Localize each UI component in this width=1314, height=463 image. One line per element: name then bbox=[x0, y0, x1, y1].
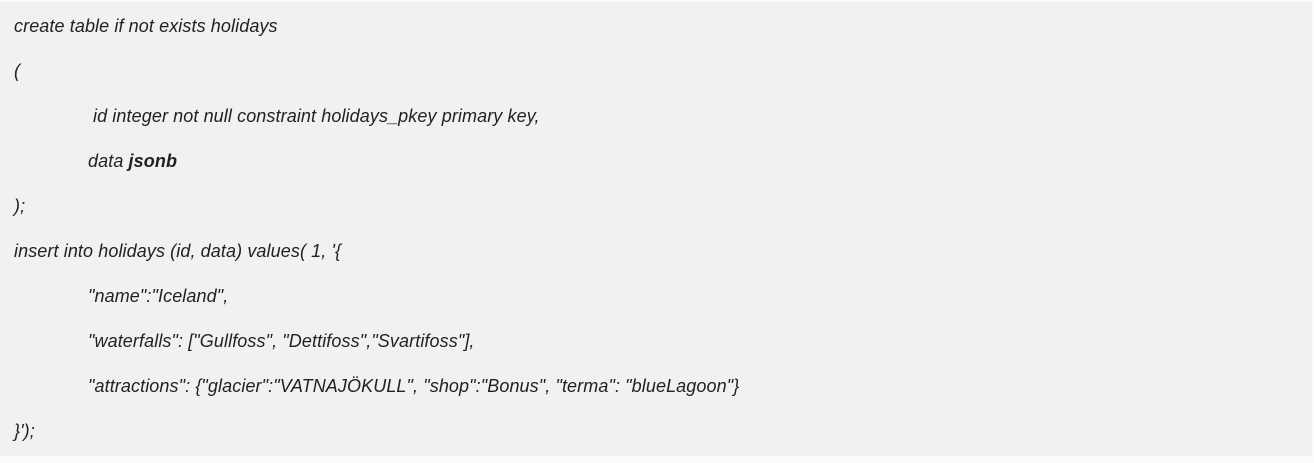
code-text: ); bbox=[14, 196, 26, 216]
code-line-create-table: create table if not exists holidays bbox=[0, 4, 1312, 49]
code-text: ( bbox=[14, 61, 21, 81]
code-line-json-waterfalls: "waterfalls": ["Gullfoss", "Dettifoss","… bbox=[0, 319, 1312, 364]
code-text: "attractions": {"glacier":"VATNAJÖKULL",… bbox=[88, 376, 740, 396]
code-text: create table if not exists holidays bbox=[14, 16, 278, 36]
code-text: "waterfalls": ["Gullfoss", "Dettifoss","… bbox=[88, 331, 475, 351]
jsonb-keyword: jsonb bbox=[128, 151, 178, 171]
code-line-json-attractions: "attractions": {"glacier":"VATNAJÖKULL",… bbox=[0, 364, 1312, 409]
code-line-open-paren: ( bbox=[0, 49, 1312, 94]
code-text: }'); bbox=[14, 421, 35, 441]
code-text: insert into holidays (id, data) values( … bbox=[14, 241, 342, 261]
bottom-edge-strip bbox=[0, 456, 1312, 463]
code-text: data bbox=[88, 151, 129, 171]
code-line-data-column: data jsonb bbox=[0, 139, 1312, 184]
code-line-json-name: "name":"Iceland", bbox=[0, 274, 1312, 319]
code-line-close-paren: ); bbox=[0, 184, 1312, 229]
code-text: "name":"Iceland", bbox=[88, 286, 229, 306]
code-line-insert: insert into holidays (id, data) values( … bbox=[0, 229, 1312, 274]
code-line-close-insert: }'); bbox=[0, 409, 1312, 454]
code-line-id-column: id integer not null constraint holidays_… bbox=[0, 94, 1312, 139]
code-text: id integer not null constraint holidays_… bbox=[93, 106, 540, 126]
